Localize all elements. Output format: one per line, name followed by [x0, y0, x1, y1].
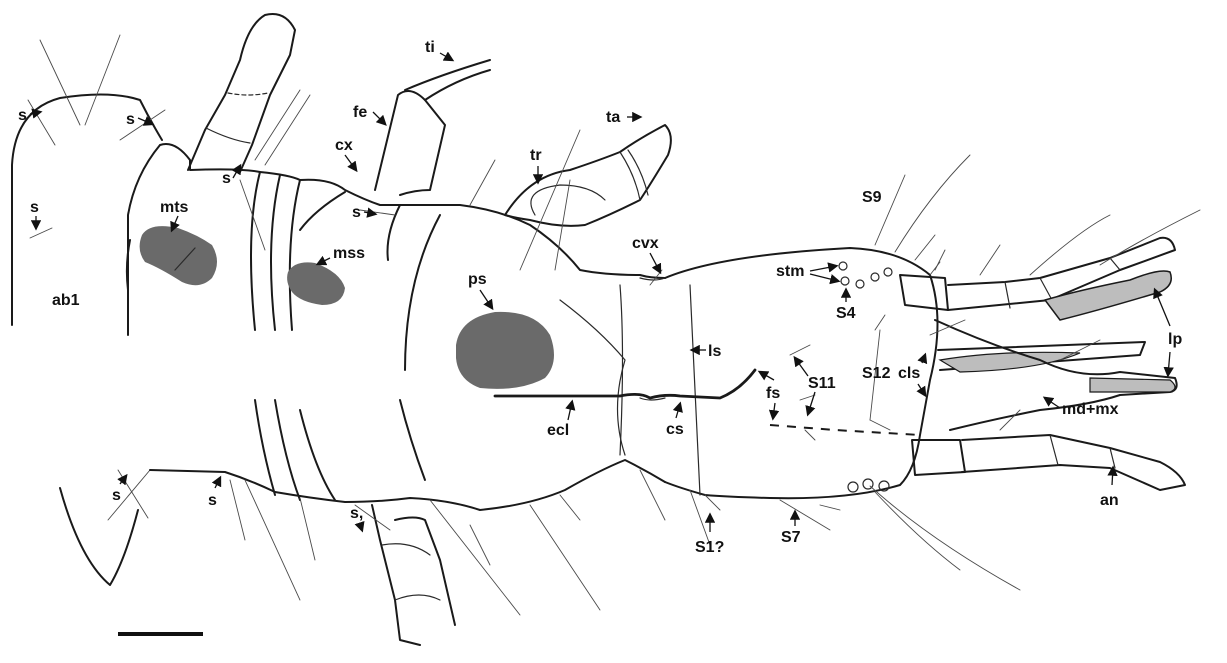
label-mss: mss — [333, 245, 365, 262]
stemma — [884, 268, 892, 276]
mouthparts — [935, 238, 1185, 490]
label-s-1: s — [18, 107, 27, 124]
label-cvx: cvx — [632, 235, 659, 252]
label-ta: ta — [606, 109, 620, 126]
label-s-2: s — [126, 111, 135, 128]
label-S9: S9 — [862, 189, 882, 206]
mts-patch — [140, 226, 217, 285]
label-s-5: s — [352, 204, 361, 221]
label-ls: ls — [708, 343, 721, 360]
label-S1q: S1? — [695, 539, 724, 556]
mss-patch — [287, 262, 345, 305]
label-S11: S11 — [808, 375, 836, 392]
label-an: an — [1100, 492, 1119, 509]
label-S12: S12 — [862, 365, 891, 382]
label-ecl: ecl — [547, 422, 569, 439]
label-ps: ps — [468, 271, 487, 288]
legs — [188, 14, 671, 645]
abdominal-segment-1 — [12, 35, 165, 585]
label-cls: cls — [898, 365, 920, 382]
stemma — [839, 262, 847, 270]
label-fe: fe — [353, 104, 367, 121]
label-s-6: s — [112, 487, 121, 504]
label-fs: fs — [766, 385, 780, 402]
stemma — [841, 277, 849, 285]
label-S4: S4 — [836, 305, 856, 322]
label-ti: ti — [425, 39, 435, 56]
ps-patch — [456, 312, 554, 389]
label-stm: stm — [776, 263, 804, 280]
label-s-3: s — [30, 199, 39, 216]
label-S7: S7 — [781, 529, 801, 546]
label-s-4: s — [222, 170, 231, 187]
label-cs: cs — [666, 421, 684, 438]
thoracic-segments — [127, 144, 665, 510]
label-s-comma: s, — [350, 505, 363, 522]
label-mts: mts — [160, 199, 189, 216]
label-tr: tr — [530, 147, 542, 164]
label-md-mx: md+mx — [1062, 401, 1119, 418]
stemma — [848, 482, 858, 492]
label-lp: lp — [1168, 331, 1182, 348]
label-s-7: s — [208, 492, 217, 509]
stemma — [871, 273, 879, 281]
stemma — [856, 280, 864, 288]
label-cx: cx — [335, 137, 353, 154]
head-capsule — [495, 248, 965, 498]
label-ab1: ab1 — [52, 292, 80, 309]
